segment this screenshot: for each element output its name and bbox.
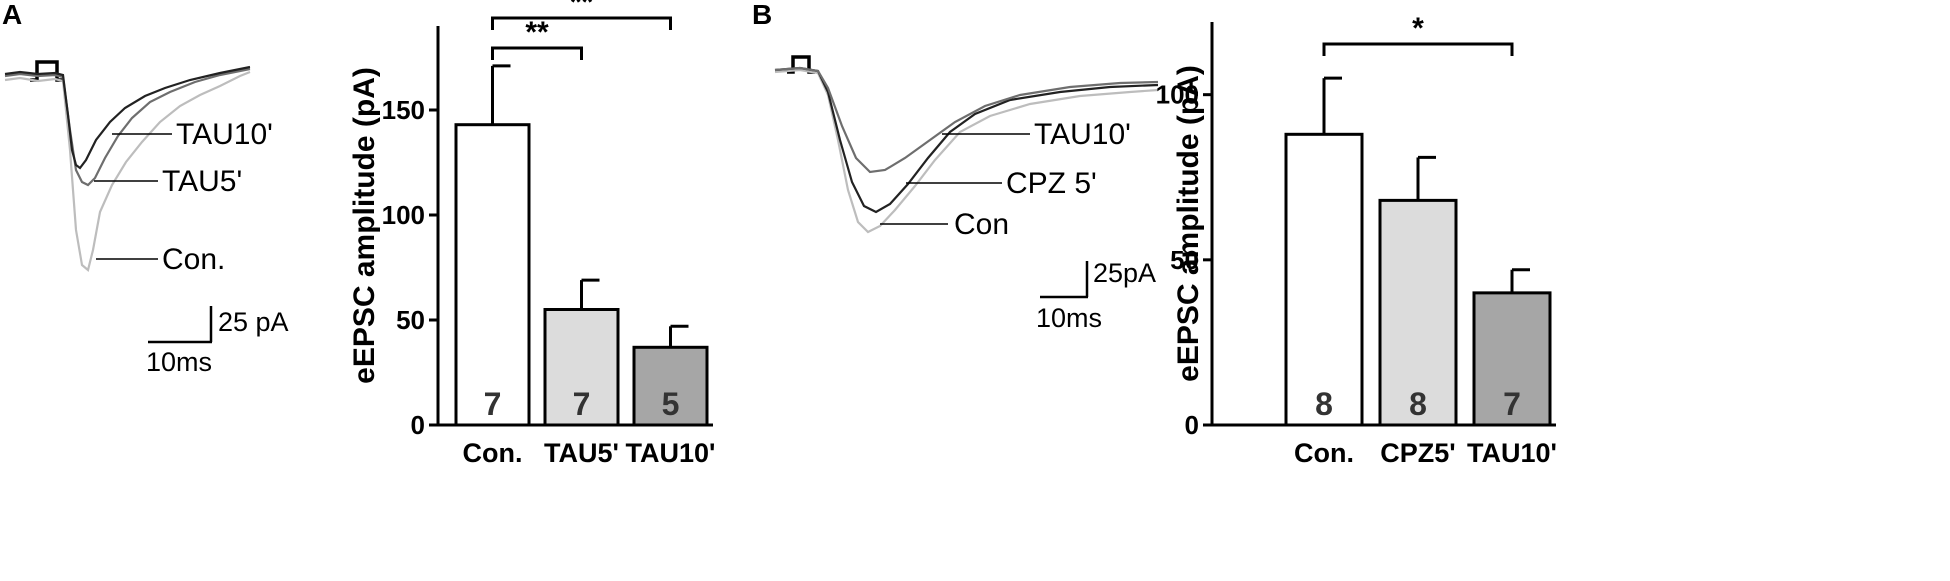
chart-a-n-label: 7 <box>573 386 591 422</box>
scale-bar-a-y-label: 25 pA <box>218 307 289 337</box>
scale-bar-a: 25 pA 10ms <box>146 306 289 377</box>
chart-b-bar-0 <box>1284 132 1364 427</box>
chart-a-y-axis-label: eEPSC amplitude (pA) <box>348 67 381 384</box>
stimulus-marker-a <box>30 60 64 82</box>
panel-b: B TAU10' CPZ 5' Con 25pA 10ms <box>752 0 1159 333</box>
trace-b-con <box>774 68 1159 234</box>
chart-a-bar-2 <box>632 345 709 427</box>
trace-label-a-con: Con. <box>162 243 225 276</box>
panel-b-label: B <box>752 0 772 30</box>
chart-b-n-label: 7 <box>1503 386 1521 422</box>
chart-b-bar-1 <box>1378 198 1458 427</box>
chart-a-significance-bracket <box>491 46 583 60</box>
trace-b-tau10 <box>774 66 1159 174</box>
chart-b-y-tick-label: 50 <box>1170 245 1199 275</box>
trace-b-cpz5 <box>774 66 1159 214</box>
panel-a: A TAU10' TAU5' Con. 25 pA 10ms <box>2 0 289 377</box>
trace-label-b-tau10: TAU10' <box>1034 118 1131 151</box>
chart-a-category-label: TAU5' <box>544 438 619 468</box>
chart-b-y-tick-label: 100 <box>1156 80 1199 110</box>
trace-label-a-tau10: TAU10' <box>176 118 273 151</box>
chart-b-y-tick-label: 0 <box>1185 410 1199 440</box>
chart-a-significance-bracket <box>491 16 672 30</box>
chart-a-n-label: 7 <box>484 386 502 422</box>
chart-a-y-tick-label: 0 <box>411 410 425 440</box>
chart-a-bar-0 <box>454 123 531 427</box>
trace-a-tau10 <box>4 65 251 170</box>
scale-bar-a-x-label: 10ms <box>146 347 212 377</box>
scale-bar-b: 25pA 10ms <box>1036 258 1156 333</box>
chart-b-category-label: Con. <box>1294 438 1354 468</box>
chart-b-bar-2 <box>1472 291 1552 427</box>
scale-bar-b-x-label: 10ms <box>1036 303 1102 333</box>
trace-a-con <box>4 70 251 272</box>
chart-b-significance-bracket <box>1322 42 1514 56</box>
chart-a-significance-label: ** <box>525 16 549 49</box>
chart-a-y-tick-label: 50 <box>396 305 425 335</box>
chart-b-n-label: 8 <box>1315 386 1333 422</box>
chart-a-significance-label: ** <box>570 0 594 19</box>
chart-b-category-label: TAU10' <box>1467 438 1557 468</box>
panel-a-label: A <box>2 0 22 30</box>
chart-a-category-label: TAU10' <box>626 438 716 468</box>
trace-a-tau5 <box>4 67 251 187</box>
chart-b-n-label: 8 <box>1409 386 1427 422</box>
chart-b-y-axis-label: eEPSC amplitude (pA) <box>1172 65 1205 382</box>
scale-bar-b-y-label: 25pA <box>1093 258 1156 288</box>
trace-label-a-tau5: TAU5' <box>162 165 242 198</box>
trace-label-b-con: Con <box>954 208 1009 241</box>
trace-label-b-cpz5: CPZ 5' <box>1006 167 1097 200</box>
chart-b-category-label: CPZ5' <box>1380 438 1455 468</box>
chart-a-y-tick-label: 150 <box>382 95 425 125</box>
chart-a-category-label: Con. <box>463 438 523 468</box>
chart-a-y-tick-label: 100 <box>382 200 425 230</box>
chart-a-n-label: 5 <box>662 386 680 422</box>
chart-b-significance-label: * <box>1412 12 1424 45</box>
